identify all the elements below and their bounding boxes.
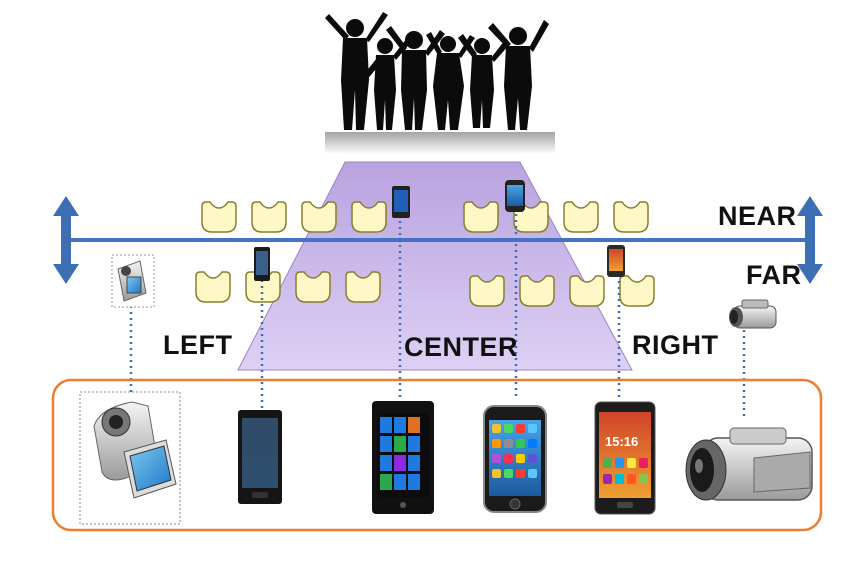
app-icon bbox=[492, 439, 501, 448]
device-box bbox=[51, 378, 823, 532]
camcorder-large-icon bbox=[685, 427, 813, 501]
app-icon bbox=[504, 469, 513, 478]
camcorder-compact-icon bbox=[79, 391, 181, 525]
camcorder-compact-small-icon bbox=[111, 254, 155, 308]
app-icon bbox=[528, 454, 537, 463]
app-icon bbox=[603, 474, 612, 484]
app-tile bbox=[408, 474, 420, 490]
seat-icon bbox=[195, 271, 231, 303]
phone-windows-small-icon bbox=[392, 186, 410, 218]
app-tile bbox=[380, 417, 392, 433]
app-icon bbox=[492, 424, 501, 433]
dancing-crowd-silhouette-icon bbox=[325, 12, 549, 130]
app-icon bbox=[627, 474, 636, 484]
app-icon bbox=[528, 469, 537, 478]
app-tile bbox=[380, 436, 392, 452]
app-icon bbox=[615, 474, 624, 484]
app-tile bbox=[394, 455, 406, 471]
distance-label-far: FAR bbox=[746, 260, 802, 290]
app-icon bbox=[615, 458, 624, 468]
app-icon bbox=[516, 454, 525, 463]
seat-icon bbox=[613, 201, 649, 233]
app-icon bbox=[528, 439, 537, 448]
svg-text:15:16: 15:16 bbox=[605, 434, 638, 449]
app-icon bbox=[516, 439, 525, 448]
phone-slim-icon bbox=[238, 410, 282, 504]
zone-label-center: CENTER bbox=[404, 332, 519, 362]
seat-icon bbox=[201, 201, 237, 233]
app-icon bbox=[516, 424, 525, 433]
app-tile bbox=[408, 455, 420, 471]
dotted-link-lines bbox=[129, 208, 746, 420]
seat-icon bbox=[251, 201, 287, 233]
app-icon bbox=[516, 469, 525, 478]
seat-icon bbox=[563, 201, 599, 233]
zone-label-left: LEFT bbox=[163, 330, 233, 360]
app-icon bbox=[603, 458, 612, 468]
app-icon bbox=[492, 454, 501, 463]
app-tile bbox=[394, 417, 406, 433]
crowd-reflection bbox=[325, 132, 555, 154]
seat-icon bbox=[301, 201, 337, 233]
phone-iphone-small-icon bbox=[505, 180, 525, 212]
distance-label-near: NEAR bbox=[718, 201, 797, 231]
app-icon bbox=[627, 458, 636, 468]
phone-iphone-icon bbox=[483, 405, 547, 513]
app-icon bbox=[528, 424, 537, 433]
seat-icon bbox=[619, 275, 655, 307]
app-icon bbox=[639, 474, 648, 484]
app-tile bbox=[380, 455, 392, 471]
phone-android-small-icon bbox=[607, 245, 625, 277]
app-icon bbox=[639, 458, 648, 468]
app-icon bbox=[504, 424, 513, 433]
app-icon bbox=[492, 469, 501, 478]
phone-windows-icon bbox=[372, 401, 434, 514]
zone-label-right: RIGHT bbox=[632, 330, 719, 360]
app-tile bbox=[394, 436, 406, 452]
app-icon bbox=[504, 454, 513, 463]
app-tile bbox=[408, 417, 420, 433]
seat-icon bbox=[569, 275, 605, 307]
camcorder-large-small-icon bbox=[729, 299, 777, 329]
phone-android-icon: 15:16 bbox=[594, 401, 656, 515]
app-tile bbox=[380, 474, 392, 490]
app-tile bbox=[394, 474, 406, 490]
app-icon bbox=[504, 439, 513, 448]
phone-slim-small-icon bbox=[254, 247, 270, 281]
app-tile bbox=[408, 436, 420, 452]
